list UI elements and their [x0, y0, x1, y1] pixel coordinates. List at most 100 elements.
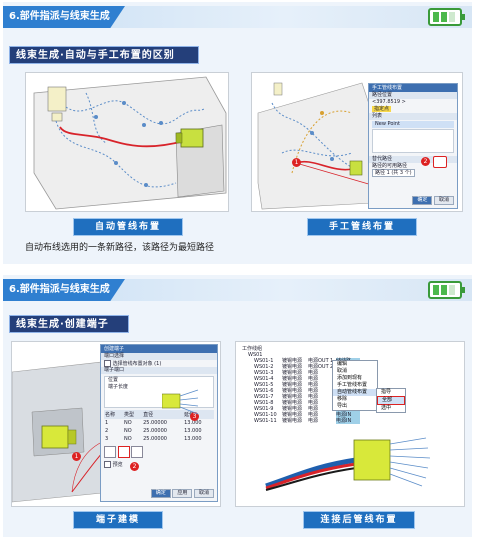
section-terminal-port[interactable]: 端子端口 — [101, 367, 217, 374]
cycle-path-icon[interactable] — [433, 156, 447, 168]
tree-cell: 电源IN — [336, 418, 360, 424]
submenu-item[interactable]: 选中 — [381, 405, 392, 411]
tree-group[interactable]: WS01 — [242, 352, 360, 358]
create-terminal-dialog: 创建端子 端口选择 选择管线布置对象 (1) 端子端口 位置 端子长度 名称 类… — [100, 344, 218, 502]
dialog-title: 手工管线布置 — [369, 84, 457, 92]
auto-routing-scene — [33, 76, 227, 210]
auto-routing-caption: 自动管线布置 — [73, 218, 183, 236]
terminal-pins — [162, 389, 199, 415]
tree-cell: WS01-2 — [254, 364, 274, 370]
checkbox-icon[interactable] — [104, 360, 111, 367]
tree-cell: 电源OUT — [308, 358, 329, 364]
auto-routing-viewport[interactable] — [25, 72, 229, 212]
tree-cell: 镀锡电源 — [282, 400, 303, 406]
terminal-modeling-viewport[interactable]: 创建端子 端口选择 选择管线布置对象 (1) 端子端口 位置 端子长度 名称 类… — [11, 341, 221, 507]
manual-routing-caption: 手工管线布置 — [307, 218, 417, 236]
tree-root-label: 工作线组 — [242, 346, 263, 352]
tree-cell: WS01-11 — [254, 418, 277, 424]
menu-item[interactable]: 移除 — [337, 396, 348, 402]
tree-cell: 镀锡电源 — [282, 370, 303, 376]
tree-cell: WS01-9 — [254, 406, 274, 412]
cell-type: NO — [124, 420, 132, 426]
table-row[interactable]: 3 NO 25.00000 13.000 — [104, 435, 214, 443]
tree-cell: WS01-8 — [254, 400, 274, 406]
tree-cell: 镀锡电源 — [282, 358, 303, 364]
manual-routing-dialog: 手工管线布置 路径位置 <397.8519 > 指定点 列表 New Point… — [368, 83, 458, 209]
preview-row[interactable]: 预览 — [101, 461, 217, 468]
alt-path-value[interactable]: 路径 1 (共 3 个) — [372, 169, 415, 177]
tree-cell: 电源 — [308, 406, 319, 412]
col-length: 延伸 — [183, 410, 214, 419]
context-menu: 编辑 取消 添加到现有 手工管线布置 自动管线布置 移除 导出 — [332, 360, 378, 411]
manual-routing-viewport[interactable]: 1 手工管线布置 路径位置 <397.8519 > 指定点 列表 New Poi… — [251, 72, 463, 212]
apply-button[interactable]: 应用 — [172, 489, 193, 498]
menu-item[interactable]: 导出 — [337, 403, 348, 409]
list-header: 列表 — [369, 113, 457, 120]
connected-routing-viewport[interactable]: 工作线组 WS01 WS01-1镀锡电源电源OUT1储线路WS01-2镀锡电源电… — [235, 341, 465, 507]
tree-cell: 镀锡电源 — [282, 376, 303, 382]
section-port-select[interactable]: 端口选择 — [101, 353, 217, 360]
menu-item[interactable]: 编辑 — [337, 361, 348, 367]
subtitle: 线束生成·自动与手工布置的区别 — [9, 46, 199, 64]
submenu-item[interactable]: 指导 — [381, 389, 392, 395]
list-box — [372, 129, 454, 153]
ok-button[interactable]: 确定 — [412, 196, 433, 205]
description-note: 自动布线选用的一条新路径，该路径为最短路径 — [25, 243, 215, 253]
cell-len: 13.000 — [184, 428, 202, 434]
cancel-button[interactable]: 取消 — [193, 489, 214, 498]
tree-cell: 电源 — [308, 370, 319, 376]
menu-item[interactable]: 手工管线布置 — [337, 382, 368, 388]
preview-label: 预览 — [112, 462, 123, 468]
ok-button[interactable]: 确定 — [150, 489, 171, 498]
specify-point-field[interactable]: 指定点 — [372, 106, 392, 112]
alt-path-value-row[interactable]: 路径 1 (共 3 个) — [369, 169, 457, 177]
cell-type: NO — [124, 436, 132, 442]
tree-cell: 电源 — [308, 418, 319, 424]
tree-cell: 镀锡电源 — [282, 364, 303, 370]
subtitle: 线束生成·创建端子 — [9, 315, 129, 333]
cancel-button[interactable]: 取消 — [433, 196, 454, 205]
col-type: 类型 — [124, 412, 135, 418]
harness-scene — [265, 437, 431, 491]
tree-cell: 镀锡电源 — [282, 382, 303, 388]
cell-dia: 25.00000 — [143, 420, 167, 426]
section-path-position[interactable]: 路径位置 — [369, 92, 457, 99]
table-row[interactable]: 1 NO 25.00000 13.000 — [104, 419, 214, 427]
tree-cell: WS01-10 — [254, 412, 277, 418]
point-field-row[interactable]: 指定点 — [369, 106, 457, 113]
delete-terminal-icon[interactable] — [131, 446, 144, 458]
tree-group-label: WS01 — [248, 352, 263, 358]
tree-cell: WS01-5 — [254, 382, 274, 388]
cell-name: 1 — [105, 420, 109, 426]
terminal-table: 名称 类型 直径 延伸 1 NO 25.00000 13.000 2 NO 25… — [104, 410, 214, 443]
submenu-item[interactable]: 全部 — [377, 396, 405, 405]
terminal-modeling-caption: 端子建模 — [73, 511, 163, 529]
menu-item[interactable]: 添加到现有 — [337, 375, 363, 381]
tree-root[interactable]: 工作线组 — [242, 346, 360, 352]
slide-1: 6.部件指派与线束生成 线束生成·自动与手工布置的区别 自动管线布置 — [3, 2, 472, 264]
select-routing-row[interactable]: 选择管线布置对象 (1) — [101, 360, 217, 367]
tree-cell: WS01-6 — [254, 388, 274, 394]
menu-item[interactable]: 取消 — [337, 368, 348, 374]
edit-terminal-icon[interactable] — [117, 446, 130, 458]
col-name: 名称 — [105, 412, 116, 418]
marker-1: 1 — [72, 452, 81, 461]
menu-item[interactable]: 自动管线布置 — [333, 389, 377, 396]
tree-cell: 电源 — [308, 400, 319, 406]
add-terminal-icon[interactable] — [104, 446, 116, 458]
list-item[interactable]: New Point — [372, 121, 454, 128]
tree-cell: 电源 — [308, 382, 319, 388]
position-box: 位置 端子长度 — [104, 376, 214, 408]
tree-cell: 电源IN — [336, 412, 360, 418]
cell-len: 13.000 — [184, 420, 202, 426]
select-routing-label: 选择管线布置对象 (1) — [112, 361, 162, 367]
tree-cell: 1 — [330, 358, 336, 364]
coord-text: <397.8519 > — [372, 99, 406, 105]
section-alt-path[interactable]: 替代路径 — [369, 156, 457, 163]
checkbox-icon[interactable] — [104, 461, 111, 468]
length-label: 端子长度 — [108, 384, 129, 390]
col-diameter: 直径 — [143, 412, 154, 418]
table-row[interactable]: 2 NO 25.00000 13.000 — [104, 427, 214, 435]
